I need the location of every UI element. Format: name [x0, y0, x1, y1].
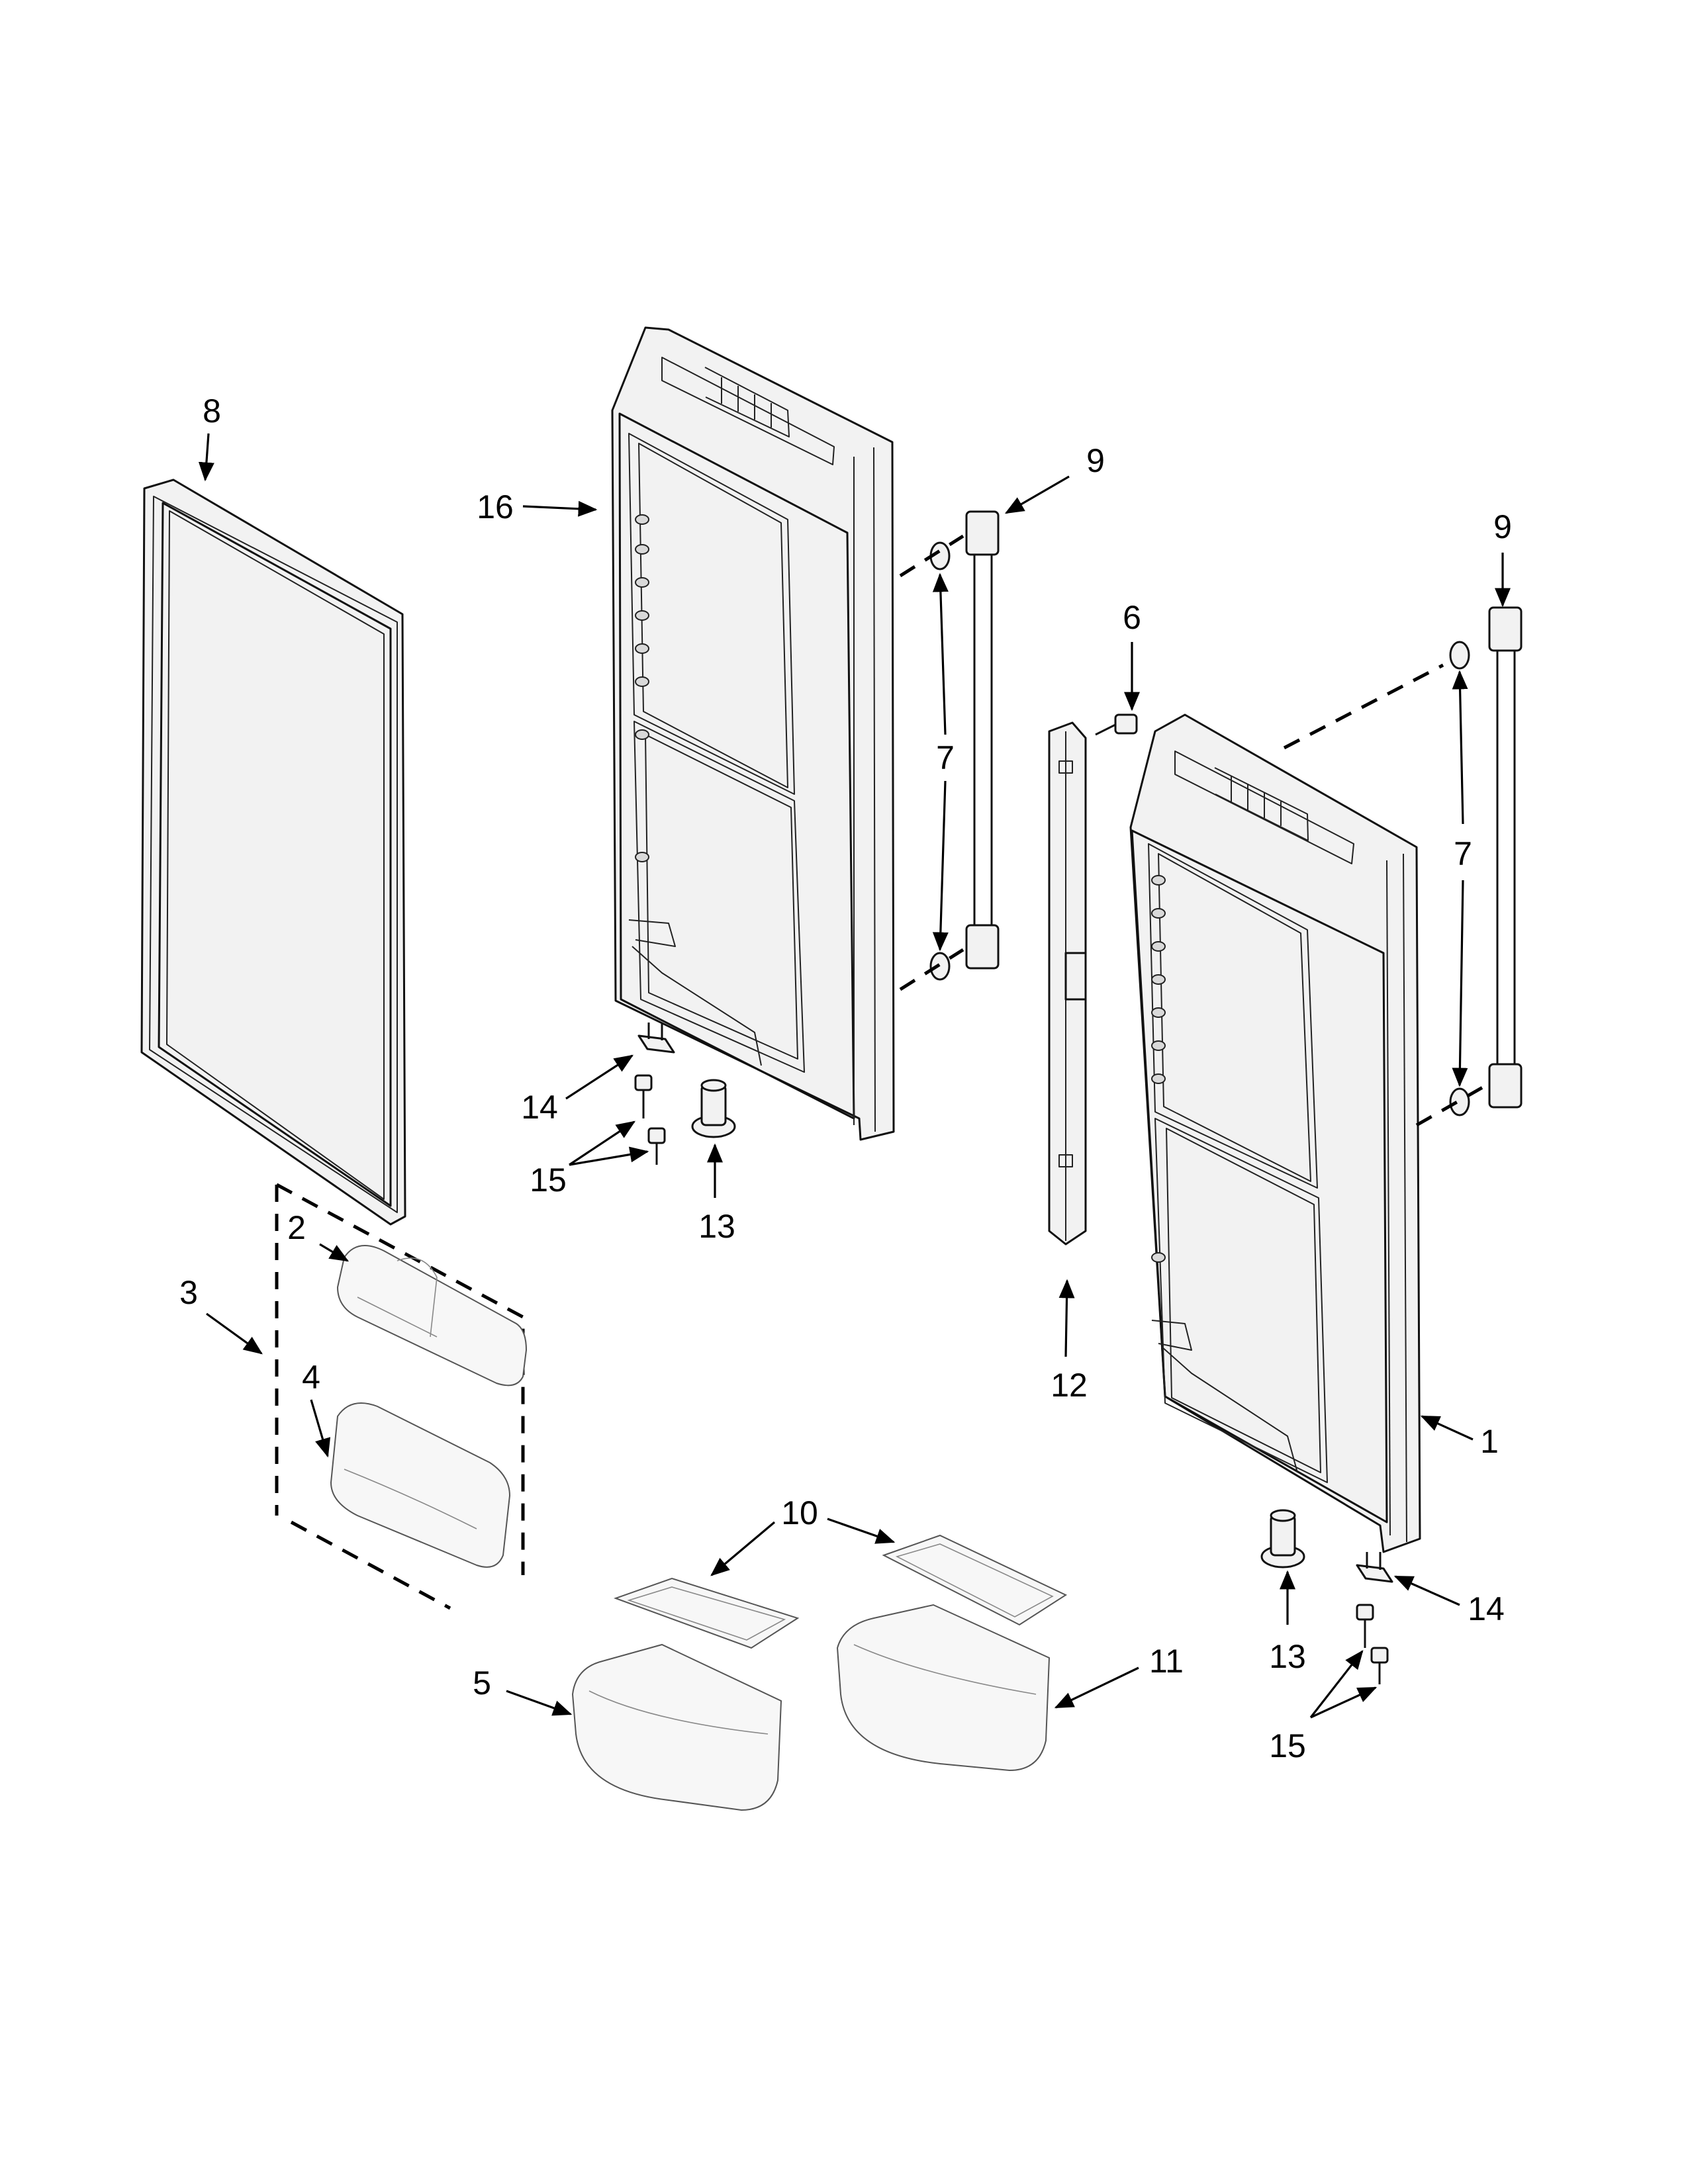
handle-stud-part-7-right[interactable] — [1415, 641, 1487, 1127]
bin-cover-part-2[interactable] — [336, 1245, 528, 1387]
center-mullion-part-12[interactable] — [1048, 721, 1087, 1246]
right-door-liner-part-1[interactable] — [1129, 663, 1444, 1553]
shelf-lid-part-10-left[interactable] — [614, 1577, 800, 1649]
door-gasket-part-8[interactable] — [140, 478, 406, 1226]
callout-13-right: 13 — [1269, 1638, 1306, 1675]
hinge-bracket-part-14-left[interactable] — [637, 1023, 675, 1054]
callout-7-left: 7 — [936, 739, 955, 776]
hinge-cam-part-13-left[interactable] — [691, 1079, 736, 1138]
callout-15-right: 15 — [1269, 1727, 1306, 1764]
callout-11: 11 — [1149, 1643, 1184, 1680]
callout-2: 2 — [287, 1209, 306, 1246]
door-bin-part-11[interactable] — [836, 1604, 1051, 1772]
handle-part-9-right[interactable] — [1488, 606, 1523, 1109]
bin-part-4[interactable] — [330, 1402, 511, 1568]
hinge-cam-part-13-right[interactable] — [1260, 1509, 1305, 1569]
callout-3: 3 — [179, 1274, 198, 1311]
callout-14-right: 14 — [1468, 1590, 1505, 1627]
callout-5: 5 — [473, 1664, 491, 1702]
leader-lines — [198, 433, 1511, 1719]
shelf-lid-part-10-right[interactable] — [882, 1534, 1068, 1626]
callout-13-left: 13 — [698, 1208, 735, 1245]
callout-14-left: 14 — [521, 1089, 558, 1126]
callout-7-right: 7 — [1454, 835, 1472, 872]
handle-part-9-left[interactable] — [965, 510, 1000, 970]
callout-10: 10 — [781, 1494, 818, 1531]
callout-15-left: 15 — [530, 1161, 567, 1199]
callout-6: 6 — [1123, 599, 1141, 636]
callout-12: 12 — [1051, 1367, 1088, 1404]
callout-1: 1 — [1480, 1423, 1499, 1460]
callout-16: 16 — [477, 488, 514, 525]
handle-stud-part-7-left[interactable] — [899, 534, 964, 991]
bin-assembly-part-3[interactable] — [275, 1183, 525, 1610]
callout-labels: 8 16 9 9 6 7 7 14 15 13 2 3 4 12 1 10 13… — [179, 392, 1512, 1764]
screw-part-6[interactable] — [1095, 713, 1138, 736]
hinge-bracket-part-14-right[interactable] — [1356, 1552, 1393, 1583]
screws-part-15-right[interactable] — [1356, 1604, 1389, 1684]
callout-9-left: 9 — [1086, 442, 1105, 479]
callout-4: 4 — [302, 1359, 320, 1396]
screws-part-15-left[interactable] — [634, 1074, 666, 1165]
callout-8: 8 — [203, 392, 221, 430]
callout-9-right: 9 — [1493, 508, 1512, 545]
door-bin-part-5[interactable] — [571, 1643, 782, 1811]
left-door-liner-part-16[interactable] — [611, 326, 895, 1141]
